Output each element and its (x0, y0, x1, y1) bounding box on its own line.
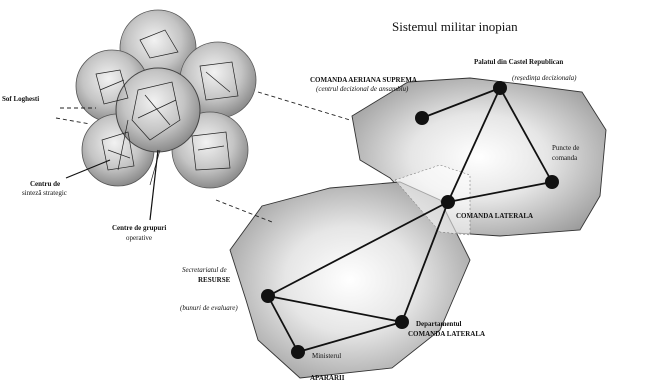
node-ministerul (291, 345, 305, 359)
sphere-cluster (75, 9, 257, 189)
label-departament-2: COMANDA LATERALA (408, 330, 485, 338)
sphere-center (115, 67, 201, 153)
label-centre-grupuri-2: operative (126, 234, 152, 242)
label-secretariat-1: Secretariatul de (182, 266, 227, 274)
label-comanda-aeriana-1: COMANDA AERIANA SUPREMA (310, 76, 417, 84)
label-departament-1: Departamentul (416, 320, 462, 328)
node-comanda-aeriana (415, 111, 429, 125)
pointer-centre-grupuri (149, 149, 159, 221)
network-nodes (261, 81, 559, 359)
node-palatul (493, 81, 507, 95)
network-edges (267, 87, 553, 353)
label-comanda-laterala: COMANDA LATERALA (456, 212, 533, 220)
label-centre-grupuri-1: Centre de grupuri (112, 224, 166, 232)
label-palatul-1: Palatul din Castel Republican (474, 58, 563, 66)
label-ministerul-1: Ministerul (312, 352, 341, 360)
node-comanda-laterala (441, 195, 455, 209)
label-comanda-aeriana-2: (centrul decizional de ansamblu) (316, 85, 409, 93)
sphere-sketch-lines (95, 29, 239, 186)
label-secretariat-3: (bunuri de evaluare) (180, 304, 238, 312)
lower-hexagon (229, 181, 471, 379)
node-departament (395, 315, 409, 329)
label-secretariat-2: RESURSE (198, 276, 231, 284)
label-ministerul-2: APARARII (310, 374, 345, 382)
label-centru-sinteza-2: sinteză strategic (22, 189, 67, 197)
hexagon-overlap (394, 164, 471, 236)
label-puncte-1: Puncte de (552, 144, 579, 152)
label-centru-sinteza-1: Centru de (30, 180, 60, 188)
connector-lines (55, 91, 351, 223)
label-palatul-2: (reședința decizionala) (512, 74, 577, 82)
label-puncte-2: comanda (552, 154, 578, 162)
node-secretariat (261, 289, 275, 303)
pointer-centru-sinteza (65, 159, 111, 179)
label-sof-loghesti: Sof Loghesti (2, 95, 39, 103)
diagram-title: Sistemul militar inopian (392, 19, 518, 34)
node-puncte-comanda (545, 175, 559, 189)
